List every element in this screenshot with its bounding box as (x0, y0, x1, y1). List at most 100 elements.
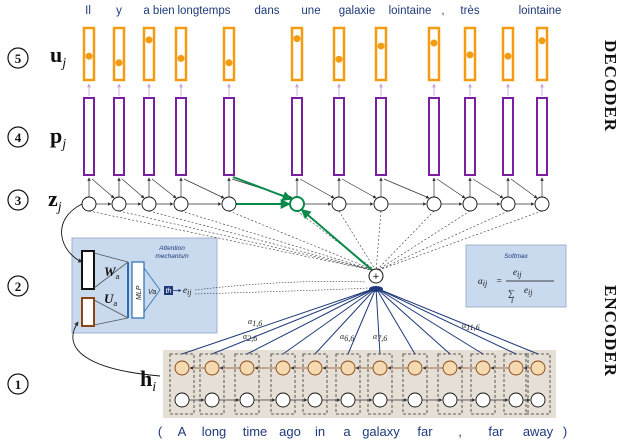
backward-state-node (340, 360, 356, 376)
annotation-box (402, 353, 428, 415)
energy-dotted-link (194, 280, 367, 291)
encoder-label: ENCODER (601, 285, 620, 377)
p-to-next-z-arrow (151, 178, 177, 199)
forward-state-node (174, 392, 190, 408)
attention-weight-line (375, 287, 539, 355)
output-box (427, 26, 441, 82)
target-sentence: Il y a bien longtemps dans une galaxie l… (85, 5, 561, 17)
annotation-box (302, 353, 328, 415)
target-word: une (301, 5, 320, 17)
hidden-box (83, 97, 95, 176)
context-dashed-link (375, 210, 471, 272)
attention-weight-line (246, 287, 377, 355)
p-to-next-z-arrow (341, 178, 377, 199)
attention-subtitle: mechanism (155, 253, 189, 260)
context-dashed-link (375, 210, 382, 272)
row-label-p: pj (50, 123, 66, 152)
hidden-box (291, 97, 303, 176)
source-word: ago (279, 424, 301, 439)
target-word: longtemps (177, 5, 230, 17)
hidden-box (464, 97, 476, 176)
context-dashed-link (338, 210, 377, 272)
output-box (112, 26, 126, 82)
backward-state-node (372, 360, 388, 376)
forward-state-node (275, 392, 291, 408)
encoder-panel (163, 350, 556, 418)
annotation-box (270, 353, 296, 415)
hidden-box (333, 97, 345, 176)
softmax-formula: Softmax αij = eij ∑ i eij (478, 253, 554, 305)
annotation-box (470, 353, 496, 415)
attention-title: Attention (158, 245, 185, 252)
context-dashed-link (296, 210, 377, 272)
step-number: 5 (15, 51, 22, 66)
forward-state-node (530, 392, 546, 408)
output-box (290, 26, 304, 82)
decoder-state-node (462, 196, 478, 212)
context-dashed-link (375, 210, 543, 272)
annotation-box (335, 353, 361, 415)
energy-label: eij (183, 285, 192, 297)
context-dashed-link (148, 210, 377, 272)
output-box (535, 26, 549, 82)
softmax-numerator: eij (513, 267, 522, 279)
hidden-box (428, 97, 440, 176)
alpha-label: α1,6 (248, 317, 262, 328)
hidden-box (143, 97, 155, 176)
context-dashed-link (88, 210, 377, 272)
annotation-box (169, 353, 195, 415)
sum-sign: ∑ (508, 288, 514, 298)
source-word: in (315, 424, 325, 439)
softmax-title: Softmax (504, 253, 529, 260)
diagram-nodes (81, 26, 551, 415)
backward-state-node (530, 360, 546, 376)
p-to-next-z-arrow (383, 178, 430, 199)
row-label-z: zj (48, 186, 62, 215)
backward-state-node (442, 360, 458, 376)
output-dot (377, 42, 385, 50)
context-dashed-link (228, 210, 377, 272)
target-word: , (441, 5, 444, 17)
step-number: 2 (15, 279, 22, 294)
decoder-label: DECODER (601, 40, 620, 132)
annotation-box (437, 353, 463, 415)
energy-dotted-link (194, 287, 369, 295)
forward-state-node (204, 392, 220, 408)
output-box (174, 26, 188, 82)
backward-state-node (239, 360, 255, 376)
wa-state-box (81, 250, 95, 290)
state-to-attention-arrow (61, 203, 83, 263)
decoder-state-node (173, 196, 189, 212)
backward-state-node (508, 360, 524, 376)
attention-weight-line (375, 287, 381, 355)
forward-state-node (307, 392, 323, 408)
backward-state-node (307, 360, 323, 376)
annotation-box (367, 353, 393, 415)
output-dot (225, 59, 233, 67)
source-word: , (458, 424, 462, 439)
hidden-box (113, 97, 125, 176)
step-circle (7, 373, 29, 395)
softmax-lhs: αij (478, 276, 488, 288)
target-word: lointaine (389, 5, 432, 17)
encoder-to-attention-arrow (72, 321, 161, 377)
output-dot (430, 39, 438, 47)
output-dot (85, 52, 93, 60)
step-circle (7, 47, 29, 69)
attention-weight-line (347, 287, 377, 355)
output-dot (335, 55, 343, 63)
output-dot (293, 35, 301, 43)
decoder-state-node (373, 196, 389, 212)
sum-index: i (511, 296, 513, 305)
ua-state-box (81, 297, 95, 327)
hidden-box (536, 97, 548, 176)
output-box (332, 26, 346, 82)
p-to-next-z-arrow (183, 178, 225, 199)
backward-state-node (204, 360, 220, 376)
alpha-label: α11,6 (462, 321, 480, 332)
target-word: dans (255, 5, 280, 17)
mlp-output-lines (143, 267, 161, 313)
attention-weight-line (314, 287, 377, 355)
softmax-panel (465, 244, 567, 308)
